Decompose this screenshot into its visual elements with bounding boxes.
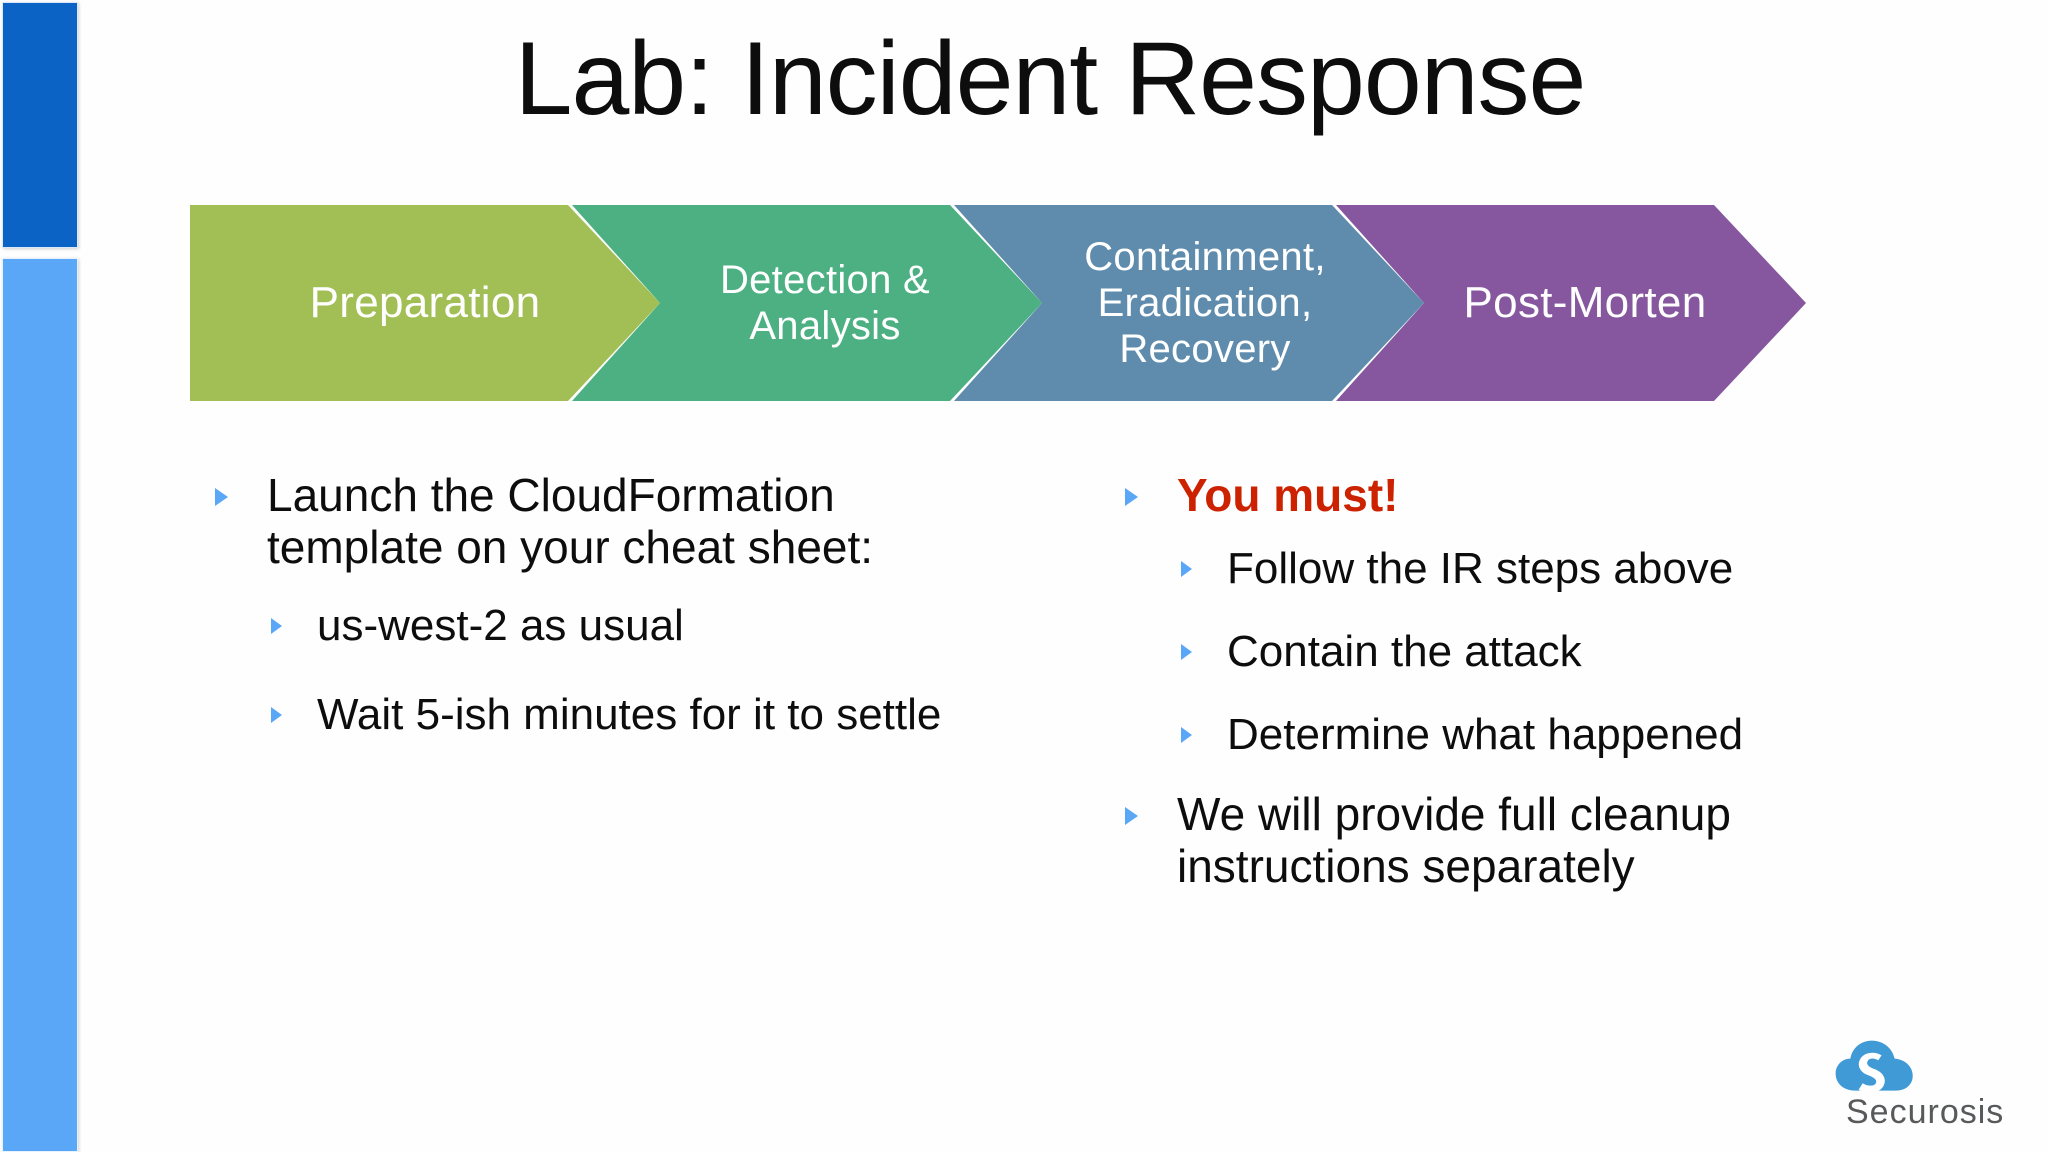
bullet-label: us-west-2 as usual bbox=[317, 601, 684, 651]
bullet-label: We will provide full cleanup instruction… bbox=[1177, 788, 1731, 892]
bullet-label: Wait 5-ish minutes for it to settle bbox=[317, 690, 942, 740]
process-step-label: Preparation bbox=[309, 277, 541, 327]
securosis-wordmark: Securosis bbox=[1846, 1093, 2005, 1131]
bullet-item: us-west-2 as usual bbox=[271, 601, 975, 650]
accent-bar-dark bbox=[2, 2, 78, 248]
bullet-item: Determine what happened bbox=[1181, 710, 1915, 759]
cloud-s-logo-icon bbox=[1835, 1040, 1913, 1093]
process-step-label: Post-Morten bbox=[1463, 277, 1707, 327]
bullet-label-emphasis: You must! bbox=[1177, 469, 1399, 521]
bullet-label: Contain the attack bbox=[1227, 626, 1582, 676]
process-step-preparation[interactable]: Preparation bbox=[190, 205, 660, 401]
bullet-item: Follow the IR steps above bbox=[1181, 544, 1915, 593]
process-step-label: Containment, Eradication, Recovery bbox=[1084, 235, 1326, 371]
bullet-item: Launch the CloudFormation template on yo… bbox=[215, 469, 975, 573]
bullet-label: Determine what happened bbox=[1227, 710, 1744, 760]
bullet-item: Wait 5-ish minutes for it to settle bbox=[271, 690, 975, 739]
bullet-item: Contain the attack bbox=[1181, 627, 1915, 676]
process-step-label: Detection & Analysis bbox=[719, 258, 931, 348]
bullet-label: Follow the IR steps above bbox=[1227, 543, 1734, 593]
securosis-logo: Securosis bbox=[1812, 1038, 2003, 1134]
accent-bar-light bbox=[2, 258, 78, 1152]
right-bullet-column: You must! Follow the IR steps above Cont… bbox=[1125, 469, 1915, 908]
bullet-item: You must! bbox=[1125, 469, 1915, 522]
left-bullet-column: Launch the CloudFormation template on yo… bbox=[215, 469, 975, 766]
bullet-item: We will provide full cleanup instruction… bbox=[1125, 789, 1915, 892]
slide-body: Launch the CloudFormation template on yo… bbox=[0, 469, 2048, 1110]
bullet-label: Launch the CloudFormation template on yo… bbox=[267, 469, 874, 573]
left-accent-rail bbox=[0, 0, 80, 1152]
slide-title: Lab: Incident Response bbox=[514, 21, 1587, 137]
incident-response-process-diagram: Preparation Detection & Analysis Contain… bbox=[190, 205, 1860, 401]
